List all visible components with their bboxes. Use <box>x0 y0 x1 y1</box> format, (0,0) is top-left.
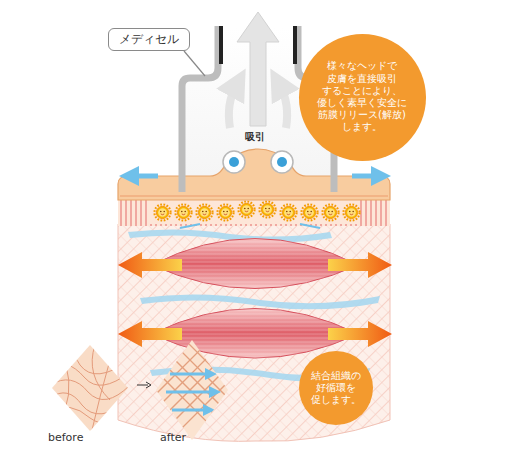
cells <box>280 204 296 220</box>
cells <box>196 204 212 220</box>
callout-circle: 様々なヘッドで 皮膚を直接吸引 することにより、 優しく素早く安全に 筋膜リリー… <box>298 33 427 162</box>
after-tissue <box>150 365 240 455</box>
before-tissue <box>60 350 69 410</box>
after-tissue <box>150 305 240 395</box>
skin-arrows <box>134 174 376 179</box>
after-tissue <box>150 355 240 445</box>
after-tissue <box>172 409 206 412</box>
device-name: メディセル <box>119 31 179 48</box>
cells <box>322 204 338 220</box>
after-tissue <box>156 340 228 440</box>
after-tissue <box>150 305 240 460</box>
callout-text: 結合組織の 好循環を 促します。 <box>308 370 364 407</box>
before-tissue <box>50 393 130 414</box>
transition-arrow <box>137 385 148 386</box>
circle-fill <box>299 34 426 161</box>
cells <box>154 204 170 220</box>
skin-arrows <box>352 174 376 179</box>
after-tissue <box>150 370 240 460</box>
leader-line <box>184 51 205 76</box>
before-tissue <box>50 364 130 385</box>
cells <box>259 201 275 217</box>
stretch-arrows <box>118 252 392 347</box>
after-tissue <box>166 391 212 394</box>
device-cup <box>237 12 279 126</box>
after-tissue <box>150 310 240 400</box>
cells <box>343 204 359 220</box>
before-tissue <box>50 345 130 431</box>
muscle <box>152 309 358 359</box>
dermis <box>150 198 360 224</box>
device-walls <box>219 26 223 64</box>
cells <box>217 204 233 220</box>
callout-text: 様々なヘッドで 皮膚を直接吸引 することにより、 優しく素早く安全に 筋膜リリー… <box>313 60 411 133</box>
rollers <box>271 151 293 173</box>
after-tissue <box>166 374 212 410</box>
stretch-arrows <box>118 321 182 347</box>
circle-fill <box>299 351 373 425</box>
annotation-label: 吸引 <box>245 130 265 144</box>
rollers <box>223 151 245 173</box>
cells <box>238 201 254 217</box>
device-walls <box>293 26 297 64</box>
after-tissue <box>150 335 240 425</box>
after-tissue <box>150 325 240 415</box>
cells <box>154 201 359 220</box>
muscle <box>152 239 358 289</box>
annotation-label: before <box>48 431 83 444</box>
annotation-label: after <box>160 431 186 444</box>
dermis <box>180 224 320 228</box>
stretch-arrows <box>328 321 392 347</box>
name-box: メディセル <box>108 28 190 51</box>
before-tissue <box>50 352 130 374</box>
rollers <box>277 157 287 167</box>
device-walls <box>182 26 218 192</box>
rollers <box>229 157 239 167</box>
before-tissue <box>50 380 130 400</box>
before-tissue <box>92 360 110 430</box>
transition-arrow <box>146 382 151 388</box>
skin <box>120 195 388 197</box>
muscle <box>152 239 358 359</box>
skin-arrows <box>134 174 158 179</box>
after-tissue <box>150 305 240 460</box>
before-tissue <box>50 345 130 430</box>
dermis <box>118 196 390 228</box>
muscle <box>152 239 358 289</box>
stretch-arrows <box>328 252 392 278</box>
transition-arrow <box>137 382 151 388</box>
device-cup <box>229 86 236 128</box>
after-tissue <box>150 320 240 410</box>
after-tissue <box>150 350 240 440</box>
callout-circle: 結合組織の 好循環を 促します。 <box>298 350 374 426</box>
fascia-streaks <box>140 294 380 309</box>
muscle <box>152 309 358 359</box>
cells <box>301 204 317 220</box>
rollers <box>223 151 293 173</box>
device-cup <box>280 86 287 128</box>
after-tissue <box>170 373 208 376</box>
before-tissue <box>50 407 130 424</box>
after-tissue <box>150 340 240 430</box>
stretch-arrows <box>118 252 182 278</box>
cells <box>175 204 191 220</box>
leader-line <box>184 51 205 76</box>
